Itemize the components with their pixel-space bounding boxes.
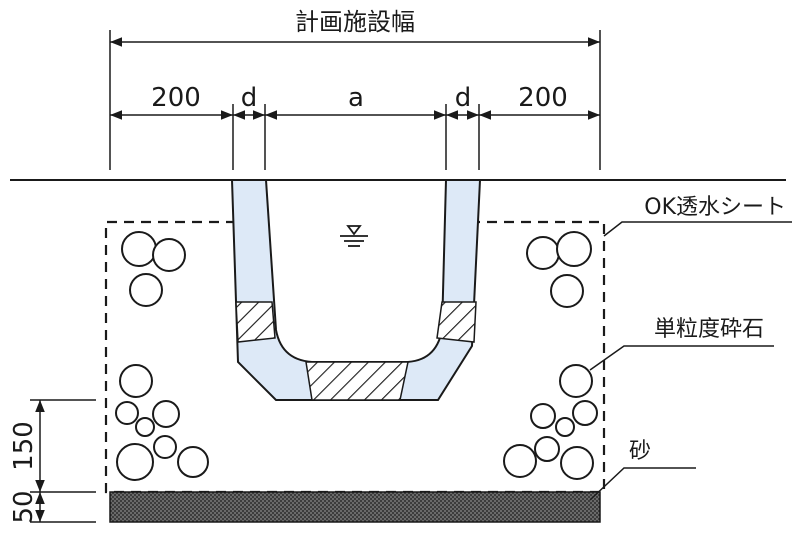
channel-body — [230, 179, 482, 401]
diagram-title: 計画施設幅 — [295, 8, 415, 36]
label-a: a — [348, 83, 364, 113]
sand-layer — [109, 491, 601, 523]
leader-sheet — [603, 221, 792, 237]
label-150: 150 — [9, 421, 39, 471]
label-d-right: d — [455, 83, 472, 113]
callout-sand: 砂 — [629, 439, 651, 464]
right-wall-hatch — [436, 301, 477, 343]
left-wall-hatch — [235, 301, 276, 343]
label-200-left: 200 — [151, 83, 201, 113]
bottom-hatch — [305, 361, 409, 401]
water-level-symbol — [340, 225, 368, 247]
callout-sheet: OK透水シート — [644, 195, 786, 220]
gravel-stones — [115, 231, 598, 481]
label-200-right: 200 — [518, 83, 568, 113]
leader-sand — [589, 467, 696, 501]
label-d-left: d — [241, 83, 258, 113]
label-50: 50 — [9, 490, 39, 523]
leader-gravel — [589, 345, 774, 371]
callout-gravel: 単粒度砕石 — [654, 317, 764, 342]
